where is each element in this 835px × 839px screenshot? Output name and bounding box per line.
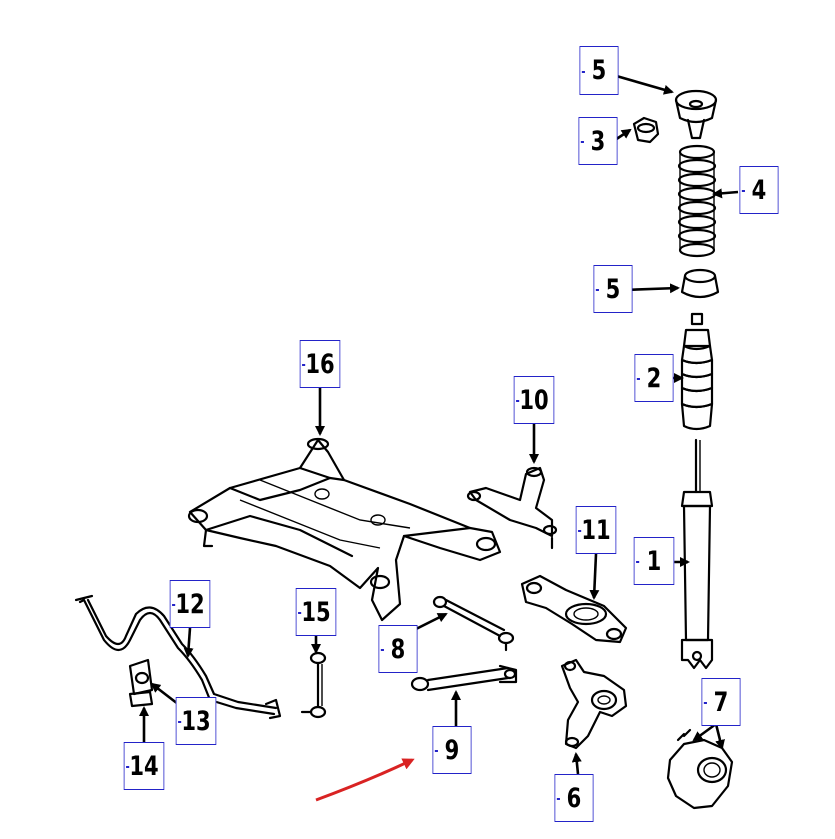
coil-spring-part (677, 144, 717, 258)
subframe-part (187, 437, 502, 622)
callout-11: 11 (575, 506, 617, 554)
callout-10: 10 (513, 376, 555, 424)
knuckle-part (560, 658, 628, 750)
callout-8: 8 (378, 625, 418, 673)
callout-3: 3 (578, 117, 618, 165)
hub-bearing-part (666, 728, 734, 810)
callout-7: 7 (701, 678, 741, 726)
callout-4: 4 (739, 166, 779, 214)
callout-1: 1 (633, 537, 675, 585)
leader-lines (139, 71, 739, 775)
stabilizer-link-part (300, 642, 327, 719)
callout-2: 2 (634, 354, 674, 402)
upper-mount-part (674, 89, 718, 140)
callout-15: 15 (295, 588, 337, 636)
callout-13: 13 (175, 697, 217, 745)
callout-9: 9 (432, 726, 472, 774)
callout-14: 14 (123, 742, 165, 790)
shock-absorber-part (680, 438, 714, 670)
lateral-link-part (410, 664, 518, 692)
nut-part (632, 116, 660, 144)
upper-control-arm-part (466, 466, 558, 550)
dust-boot-part (680, 312, 714, 431)
lower-control-arm-part (520, 574, 628, 644)
callout-6: 6 (554, 774, 594, 822)
callout-12: 12 (169, 580, 211, 628)
callout-5-lower: 5 (593, 265, 633, 313)
spring-seat-part (680, 268, 720, 299)
stabilizer-bar-part (74, 594, 282, 720)
callout-16: 16 (299, 340, 341, 388)
stabilizer-bushing-part (128, 658, 154, 708)
red-annotation-arrow (315, 758, 415, 802)
callout-5-upper: 5 (579, 46, 619, 95)
toe-link-part (432, 595, 515, 652)
